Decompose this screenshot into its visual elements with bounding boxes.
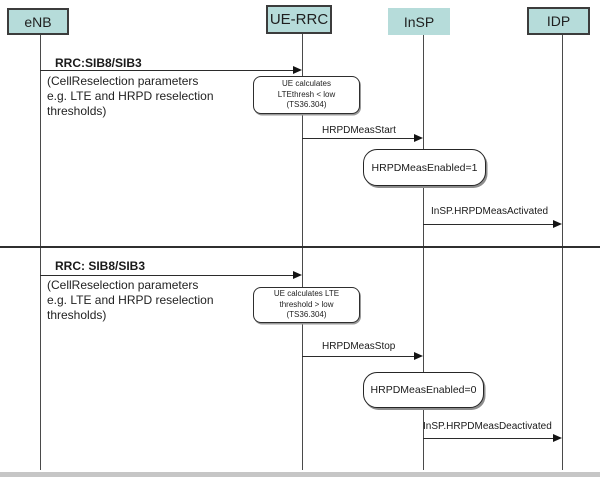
message-title-rrc-sib8-sib3-2: RRC: SIB8/SIB3 (55, 259, 146, 273)
message-title-rrc-sib8-sib3-1: RRC:SIB8/SIB3 (55, 56, 142, 70)
note-line: (TS36.304) (286, 310, 327, 320)
message-description-2: (CellReselection parameters e.g. LTE and… (47, 278, 214, 322)
arrowhead-right-icon (414, 352, 423, 360)
note-line: UE calculates (282, 79, 331, 89)
arrowhead-right-icon (553, 220, 562, 228)
arrowhead-right-icon (293, 271, 302, 279)
message-label-hrpdmeasstart: HRPDMeasStart (322, 125, 396, 136)
message-label-insp-deactivated: InSP.HRPDMeasDeactivated (423, 421, 552, 432)
state-box-hrpdmeasenabled-1: HRPDMeasEnabled=1 (363, 149, 486, 186)
lifeline-ue-rrc (302, 34, 303, 470)
note-box-ue-calculates-2: UE calculates LTE threshold > low (TS36.… (253, 287, 360, 323)
note-line: (TS36.304) (286, 100, 327, 110)
entity-box-ue-rrc: UE-RRC (266, 5, 332, 34)
lifeline-idp (562, 35, 563, 470)
arrowhead-right-icon (414, 134, 423, 142)
lifeline-insp (423, 35, 424, 470)
section-divider (0, 246, 600, 248)
description-line: (CellReselection parameters (47, 74, 199, 88)
message-description-1: (CellReselection parameters e.g. LTE and… (47, 74, 214, 118)
message-line-insp-deactivated (423, 438, 554, 439)
message-line-rrc-2 (40, 275, 295, 276)
bottom-edge-shadow (0, 472, 600, 477)
entity-box-insp: InSP (388, 8, 450, 35)
message-label-hrpdmeasstop: HRPDMeasStop (322, 341, 396, 352)
entity-box-idp: IDP (527, 7, 590, 35)
message-label-insp-activated: InSP.HRPDMeasActivated (431, 206, 549, 217)
description-line: thresholds) (47, 103, 107, 118)
entity-box-enb: eNB (7, 8, 69, 35)
note-line: UE calculates LTE (273, 289, 340, 299)
arrowhead-right-icon (293, 66, 302, 74)
note-line: threshold > low (279, 299, 334, 309)
message-line-hrpdmeasstop (302, 356, 415, 357)
note-box-ue-calculates-1: UE calculates LTEthresh < low (TS36.304) (253, 76, 360, 114)
description-line: (CellReselection parameters (47, 278, 199, 292)
arrowhead-right-icon (553, 434, 562, 442)
message-line-hrpdmeasstart (302, 138, 415, 139)
message-line-insp-activated (423, 224, 554, 225)
description-line: e.g. LTE and HRPD reselection (47, 88, 214, 103)
description-line: thresholds) (47, 307, 107, 322)
lifeline-enb (40, 35, 41, 470)
state-box-hrpdmeasenabled-0: HRPDMeasEnabled=0 (363, 372, 484, 408)
message-line-rrc-1 (40, 70, 295, 71)
note-line: LTEthresh < low (277, 89, 336, 99)
description-line: e.g. LTE and HRPD reselection (47, 292, 214, 307)
